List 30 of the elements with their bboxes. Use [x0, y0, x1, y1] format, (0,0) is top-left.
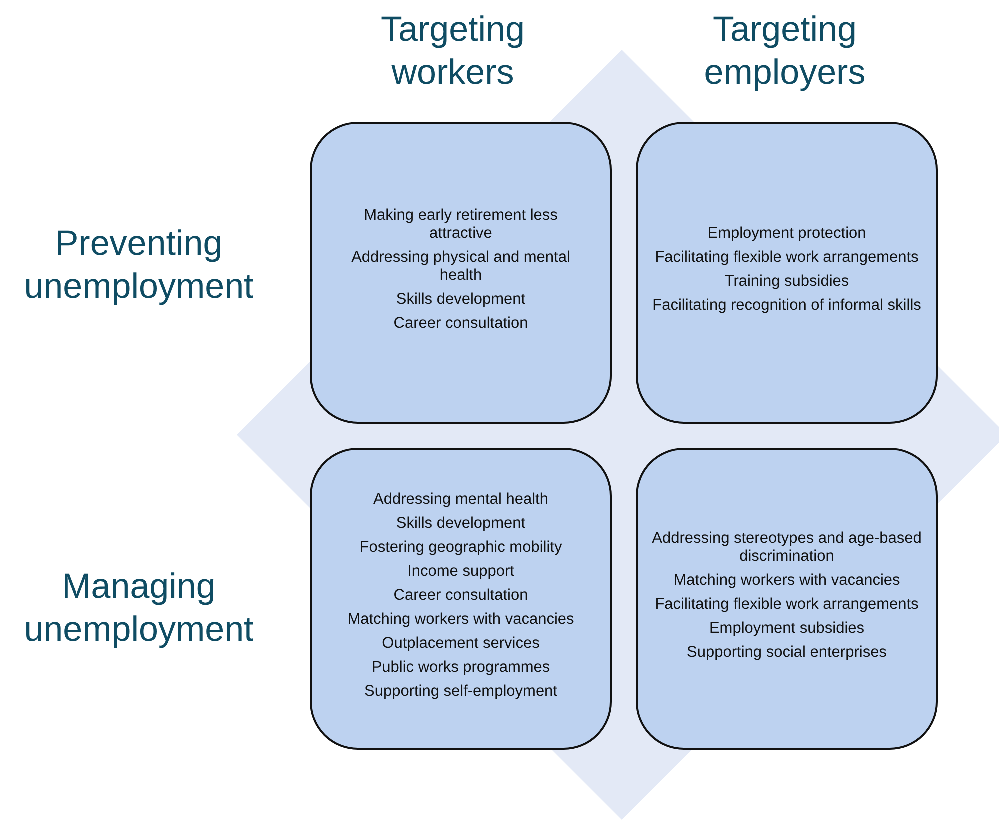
policy-item: Addressing stereotypes and age-based discrimination: [651, 530, 923, 566]
policy-item: Income support: [408, 563, 514, 581]
policy-item: Career consultation: [394, 315, 528, 333]
column-heading: Targeting employers: [703, 9, 867, 94]
policy-item: Fostering geographic mobility: [360, 539, 562, 557]
policy-item: Skills development: [396, 291, 526, 309]
quadrant-box: [636, 448, 938, 750]
policy-item: Facilitating flexible work arrangements: [655, 249, 919, 267]
quadrant-box: [636, 122, 938, 424]
policy-item: Matching workers with vacancies: [348, 611, 574, 629]
policy-item: Addressing physical and mental health: [350, 249, 572, 285]
policy-item: Outplacement services: [382, 635, 540, 653]
row-heading: Managing unemployment: [23, 566, 255, 651]
quadrant-box: [310, 448, 612, 750]
policy-item: Employment protection: [708, 225, 866, 243]
policy-item: Employment subsidies: [709, 620, 865, 638]
policy-item: Supporting social enterprises: [687, 644, 887, 662]
policy-item: Career consultation: [394, 587, 528, 605]
policy-item: Making early retirement less attractive: [363, 207, 559, 243]
policy-item: Matching workers with vacancies: [674, 572, 900, 590]
quadrant-box: [310, 122, 612, 424]
policy-item: Skills development: [396, 515, 526, 533]
row-heading: Preventing unemployment: [23, 223, 255, 308]
policy-item: Training subsidies: [724, 273, 850, 291]
policy-item: Facilitating recognition of informal skills: [652, 297, 922, 315]
policy-item: Addressing mental health: [374, 491, 548, 509]
column-heading: Targeting workers: [380, 9, 526, 94]
policy-item: Supporting self-employment: [364, 683, 558, 701]
policy-item: Facilitating flexible work arrangements: [655, 596, 919, 614]
policy-item: Public works programmes: [372, 659, 550, 677]
